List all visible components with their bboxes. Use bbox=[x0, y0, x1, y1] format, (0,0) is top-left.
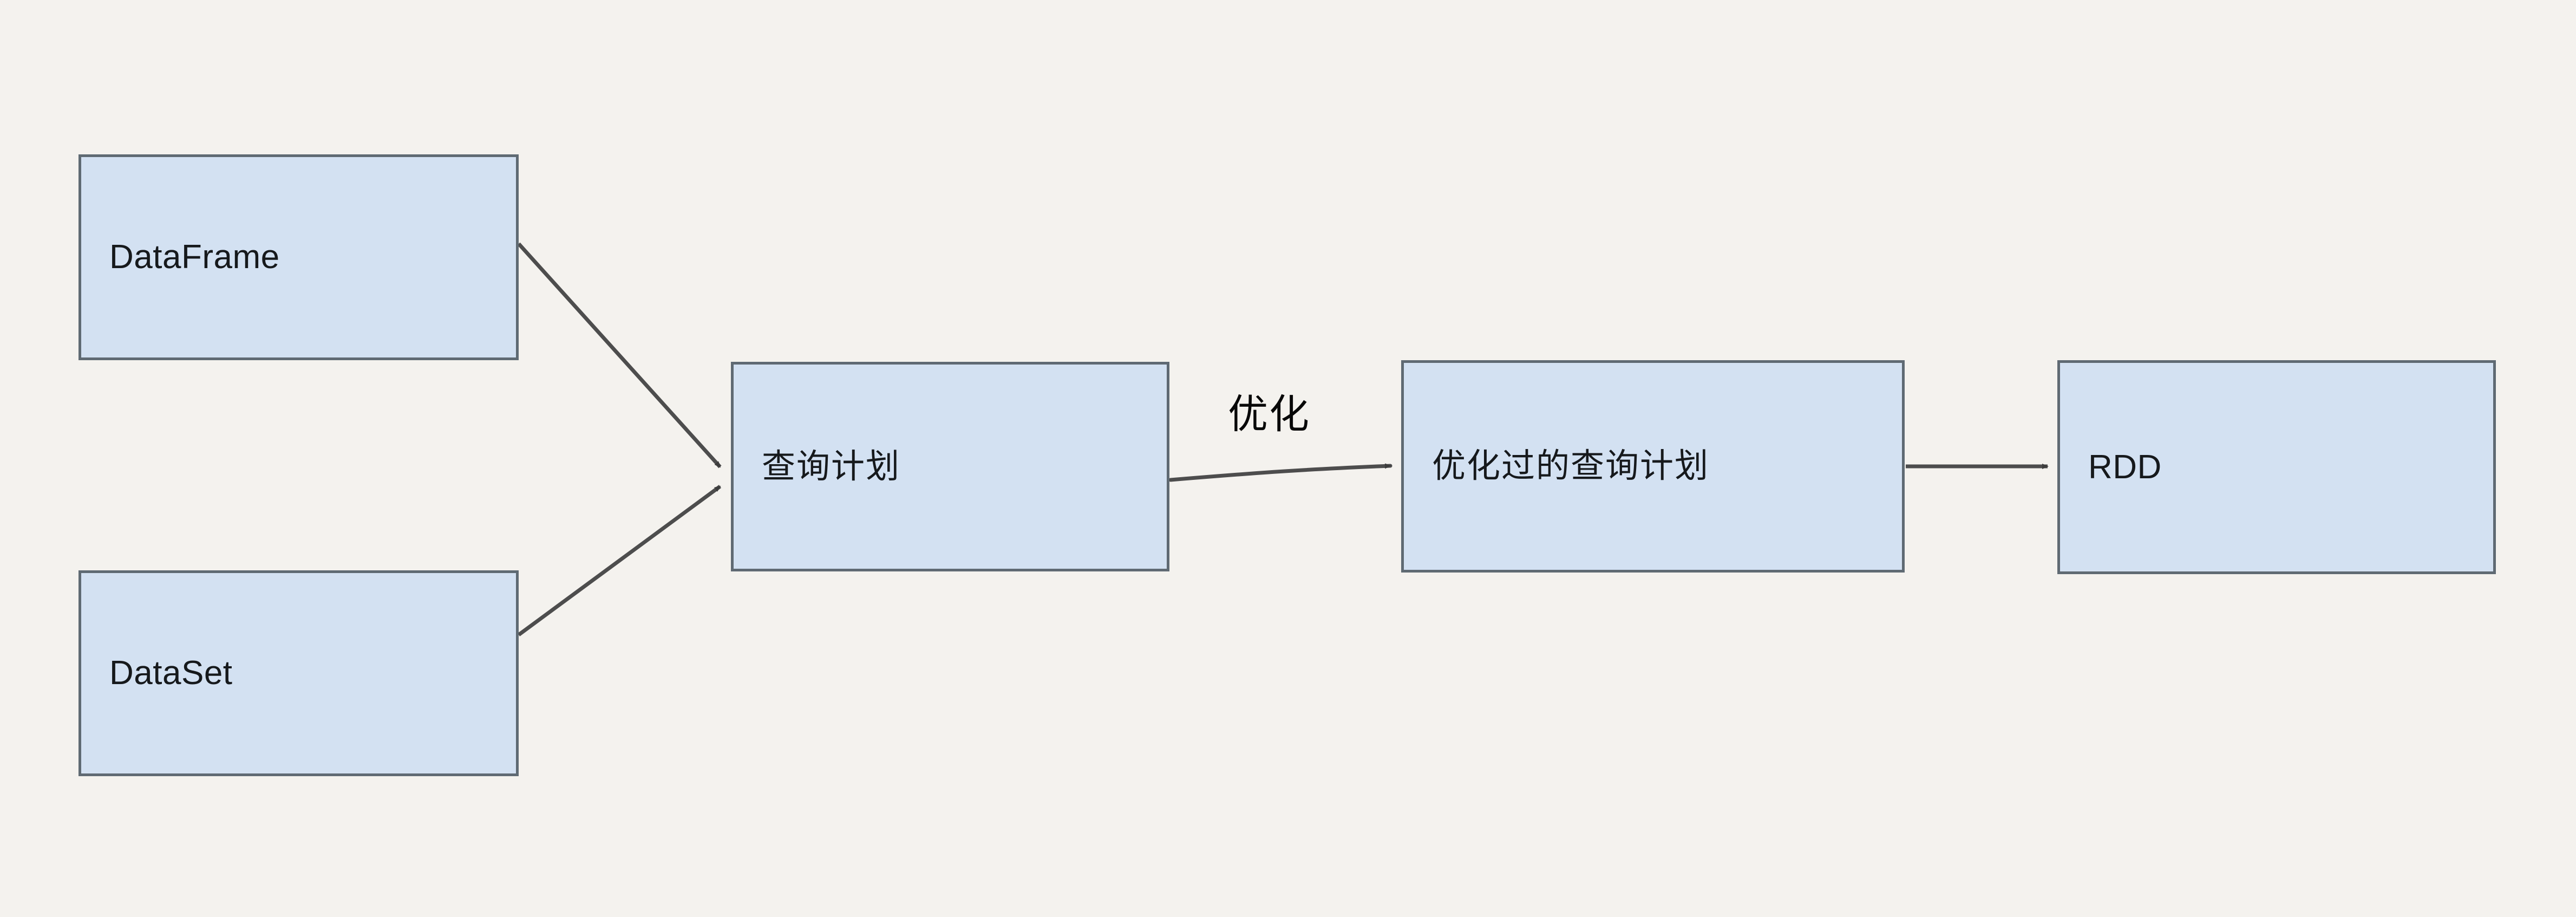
edge-label-optimize: 优化 bbox=[1228, 392, 1310, 437]
node-dataset-label: DataSet bbox=[109, 654, 233, 692]
node-query-plan[interactable]: 查询计划 bbox=[731, 362, 1169, 571]
edge-dataset-to-query-plan bbox=[517, 485, 722, 636]
edge-query-plan-to-optimized-plan bbox=[1168, 463, 1392, 482]
node-rdd[interactable]: RDD bbox=[2057, 360, 2496, 574]
node-dataset[interactable]: DataSet bbox=[79, 570, 519, 776]
node-optimized-plan[interactable]: 优化过的查询计划 bbox=[1401, 360, 1905, 573]
node-optimized-plan-label: 优化过的查询计划 bbox=[1432, 447, 1710, 485]
node-dataframe[interactable]: DataFrame bbox=[79, 154, 519, 360]
node-query-plan-label: 查询计划 bbox=[762, 447, 901, 485]
node-dataframe-label: DataFrame bbox=[109, 238, 280, 276]
node-rdd-label: RDD bbox=[2088, 448, 2162, 486]
edge-dataframe-to-query-plan bbox=[517, 242, 722, 469]
